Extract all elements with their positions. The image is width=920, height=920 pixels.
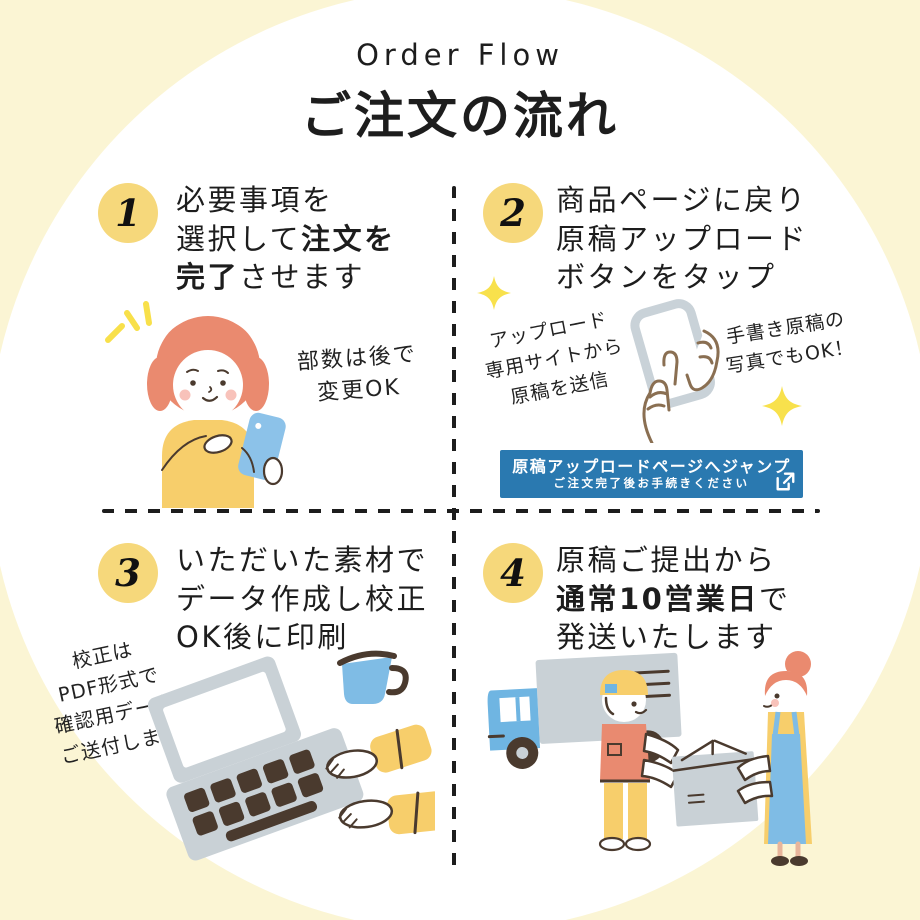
- cardboard-box-icon: [671, 739, 759, 827]
- woman-using-smartphone-illustration: [105, 301, 286, 508]
- step1-text: 必要事項を 選択して注文を 完了させます: [176, 181, 396, 297]
- step3-line2: データ作成し校正: [176, 581, 429, 616]
- step1-note-line1: 部数は後で: [296, 341, 418, 376]
- step4-line3: 発送いたします: [556, 620, 777, 655]
- step3-number-badge: 3: [98, 543, 158, 603]
- upload-page-jump-button[interactable]: 原稿アップロードページへジャンプ ご注文完了後お手続きください: [500, 450, 803, 498]
- step1-line2-bold: 注文を: [301, 221, 396, 256]
- horizontal-divider: [102, 509, 820, 513]
- step1-line3-bold: 完了: [176, 260, 240, 295]
- step4-line2-bold: 通常10営業日: [556, 581, 759, 616]
- step1-note-line2: 変更OK: [316, 374, 402, 406]
- step2-line3: ボタンをタップ: [556, 260, 777, 295]
- step2-number: 2: [500, 191, 526, 235]
- external-link-icon: [776, 472, 795, 491]
- jump-button-sublabel: ご注文完了後お手続きください: [553, 476, 750, 491]
- page-title: ご注文の流れ: [301, 87, 619, 145]
- step2-text: 商品ページに戻り 原稿アップロード ボタンをタップ: [556, 181, 808, 297]
- customer-person: [736, 651, 812, 866]
- step2-line2: 原稿アップロード: [556, 221, 809, 256]
- vertical-divider: [452, 186, 456, 870]
- delivery-truck-package-handoff-illustration: [487, 651, 812, 866]
- sparkle-icon: [762, 386, 802, 426]
- step4-line1: 原稿ご提出から: [556, 543, 777, 577]
- step2-line1: 商品ページに戻り: [556, 183, 808, 217]
- step3-text: いただいた素材で データ作成し校正 OK後に印刷: [176, 541, 428, 657]
- step4-line2: で: [758, 581, 791, 616]
- sparkle-icon: [477, 276, 511, 310]
- step2-number-badge: 2: [483, 183, 543, 243]
- step1-line1: 必要事項を: [176, 183, 334, 217]
- page-subtitle: Order Flow: [356, 38, 564, 72]
- step3-number: 3: [115, 551, 141, 595]
- step1-number-badge: 1: [98, 183, 158, 243]
- step4-number: 4: [500, 551, 526, 595]
- step1-line3: させます: [239, 260, 366, 295]
- coffee-mug-icon: [337, 650, 409, 704]
- step4-number-badge: 4: [483, 543, 543, 603]
- typing-on-laptop-with-coffee-illustration: [147, 650, 435, 861]
- step3-line1: いただいた素材で: [176, 543, 429, 577]
- hands-tapping-smartphone-illustration: [630, 299, 720, 443]
- laptop: [147, 656, 364, 861]
- jump-button-label: 原稿アップロードページへジャンプ: [512, 456, 791, 476]
- delivery-person: [598, 670, 680, 852]
- step3-line3: OK後に印刷: [176, 620, 349, 655]
- sparkle-lines-icon: [105, 301, 152, 343]
- step1-number: 1: [115, 191, 141, 235]
- step4-text: 原稿ご提出から 通常10営業日で 発送いたします: [556, 541, 790, 657]
- step1-line2: 選択して: [176, 221, 302, 256]
